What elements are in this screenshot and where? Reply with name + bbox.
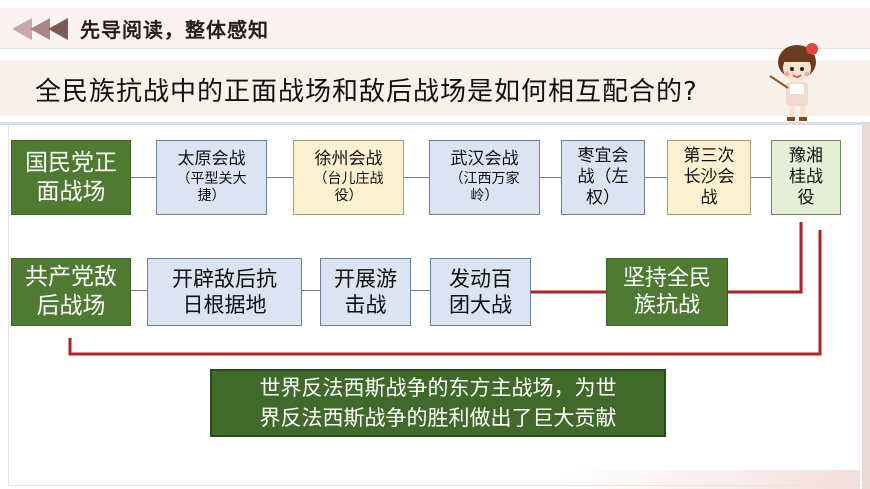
- bottom-decoration: [560, 470, 860, 489]
- battle-note: 权）: [586, 188, 620, 209]
- girl-mascot-illustration: [769, 43, 818, 121]
- connector-line: [267, 177, 293, 178]
- right-edge-decoration: [862, 125, 870, 489]
- rear-item-national-resistance: 坚持全民族抗战: [606, 258, 728, 326]
- connector-line: [302, 290, 320, 291]
- battle-note: 长沙会: [683, 166, 735, 187]
- item-line: 日根据地: [182, 293, 267, 317]
- battle-note: 捷）: [197, 188, 226, 205]
- battle-note: （台儿庄战: [313, 170, 384, 187]
- connector-line: [645, 177, 667, 178]
- battle-note: （平型关大: [176, 170, 247, 187]
- battle-name: 枣宜会: [577, 145, 629, 166]
- front-battlefield-label: 国民党正面战场: [11, 140, 131, 215]
- item-line: 坚持全民: [622, 265, 711, 291]
- battle-note: 桂战: [789, 166, 823, 187]
- rear-item-hundred-regiments: 发动百团大战: [430, 258, 531, 326]
- battle-note: （江西万家: [449, 170, 520, 187]
- connector-line: [131, 290, 147, 291]
- question-text: 全民族抗战中的正面战场和敌后战场是如何相互配合的?: [35, 77, 698, 107]
- header-divider: [0, 48, 870, 49]
- header-bar: [0, 8, 870, 48]
- battle-name: 太原会战: [177, 149, 246, 170]
- rear-item-base-areas: 开辟敌后抗日根据地: [147, 258, 302, 326]
- battle-name: 第三次: [683, 145, 735, 166]
- item-line: 击战: [344, 293, 387, 317]
- item-line: 族抗战: [633, 293, 700, 318]
- battle-box-taiyuan: 太原会战（平型关大捷）: [156, 140, 267, 215]
- rear-item-guerrilla: 开展游击战: [320, 258, 411, 326]
- item-line: 开辟敌后抗: [172, 266, 277, 291]
- label-line: 后战场: [36, 293, 106, 319]
- rear-battlefield-label: 共产党敌后战场: [11, 258, 131, 326]
- battle-note: 岭）: [470, 188, 499, 205]
- battle-note: 战: [700, 188, 718, 209]
- battle-box-zaoyi: 枣宜会战（左权）: [561, 140, 645, 215]
- battle-note: 战（左: [577, 166, 629, 187]
- item-line: 团大战: [449, 293, 512, 317]
- battle-box-changsha: 第三次长沙会战: [667, 140, 751, 215]
- battle-box-xuzhou: 徐州会战（台儿庄战役）: [293, 140, 404, 215]
- battle-note: 役）: [334, 188, 363, 205]
- triple-arrow-icon: [12, 18, 68, 40]
- section-title: 先导阅读，整体感知: [80, 18, 269, 42]
- connector-line: [540, 177, 561, 178]
- connector-line: [131, 177, 156, 178]
- battle-box-yuxianggui: 豫湘桂战役: [771, 140, 841, 215]
- item-line: 发动百: [449, 266, 512, 291]
- content-frame-top: [0, 122, 870, 125]
- conclusion-line: 世界反法西斯战争的东方主战场，为世: [259, 375, 617, 400]
- connector-line: [404, 177, 429, 178]
- connector-line: [411, 290, 430, 291]
- question-banner: [0, 60, 870, 116]
- item-line: 开展游: [334, 266, 397, 291]
- battle-name: 豫湘: [789, 145, 823, 166]
- battle-name: 徐州会战: [314, 149, 383, 170]
- conclusion-line: 界反法西斯战争的胜利做出了巨大贡献: [259, 406, 617, 430]
- battle-name: 武汉会战: [450, 149, 519, 170]
- conclusion-box: 世界反法西斯战争的东方主战场，为世界反法西斯战争的胜利做出了巨大贡献: [210, 369, 666, 437]
- label-line: 面战场: [36, 178, 106, 205]
- battle-box-wuhan: 武汉会战（江西万家岭）: [429, 140, 540, 215]
- label-line: 国民党正: [25, 149, 117, 176]
- connector-line: [751, 177, 771, 178]
- battle-note: 役: [797, 188, 815, 209]
- label-line: 共产党敌: [25, 264, 117, 291]
